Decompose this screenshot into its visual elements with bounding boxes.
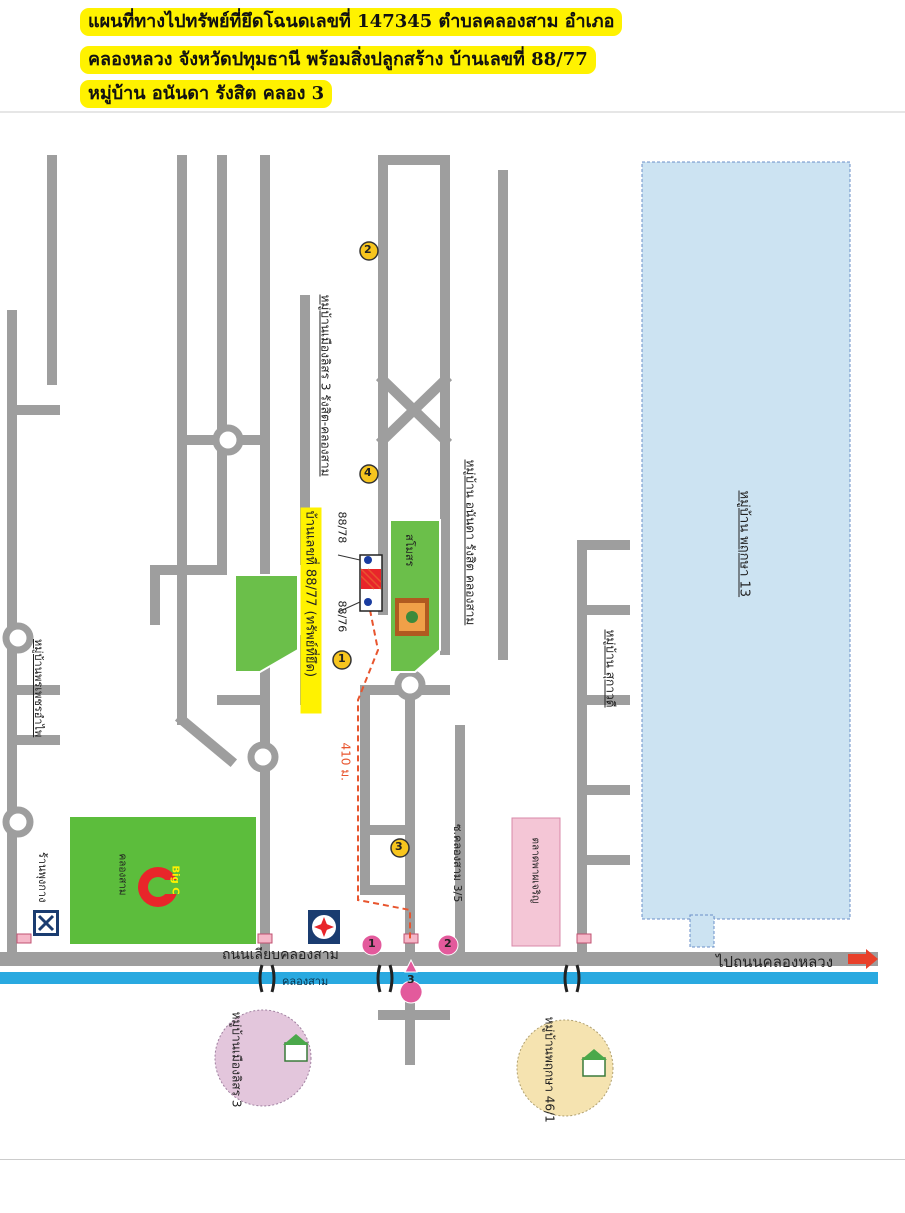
gas-station-icon xyxy=(308,910,340,944)
distance-label: 410 ม. xyxy=(338,742,353,781)
house-label: บ้านเลขที่ 88/77 (ทรัพย์ที่ยึด) xyxy=(300,507,322,714)
canal xyxy=(0,972,878,984)
market-label: ตลาดพาผเจริญ xyxy=(529,837,541,904)
village-mueanlert3-label: หมู่บ้านเมืองลิสร 3 รังสิต-คลองสาม xyxy=(318,294,333,477)
house-icon-2 xyxy=(581,1049,607,1077)
roundabouts xyxy=(2,424,426,838)
circle-marker-1: 1 xyxy=(338,652,346,665)
pins xyxy=(361,934,459,1004)
house-left-number: 88/78 xyxy=(335,511,349,544)
restaurant-icon xyxy=(33,910,59,936)
to-khlong-luang-label: ไปถนนคลองหลวง xyxy=(716,953,834,971)
circle-markers xyxy=(332,241,410,858)
bigc-logo xyxy=(138,867,180,907)
bigc-branch: คลองสาม xyxy=(116,853,128,896)
park-label: สโมสร xyxy=(403,534,416,567)
bigc-name: Big C xyxy=(169,865,181,895)
main-road-label: ถนนเลียบคลองสาม xyxy=(222,947,339,963)
mueanlert3-circle-label: หมู่บ้านเมืองลิสร 3 xyxy=(229,1011,244,1108)
circle-marker-3: 3 xyxy=(395,840,403,853)
title-line-1: แผนที่ทางไปทรัพย์ที่ยึดโฉนดเลขที่ 147345… xyxy=(80,8,623,36)
village-sukawadi-label: หมู่บ้าน สุกาวดี xyxy=(603,629,618,708)
house-right-number: 88/76 xyxy=(335,600,349,633)
pin-marker-3: 3 xyxy=(407,973,415,986)
house-icon-1 xyxy=(283,1034,309,1062)
soi-35-label: ซ.คลองสาม 3/5 xyxy=(451,824,464,903)
circle-marker-2: 2 xyxy=(364,243,372,256)
mueanlert3-circle xyxy=(214,1009,312,1107)
park-pavilion-icon xyxy=(395,598,429,636)
bridges xyxy=(258,964,581,993)
main-road xyxy=(0,952,878,966)
village-ananda-label: หมู่บ้าน อนันดา รังสิต คลองสาม xyxy=(463,459,478,626)
arrow-to-khlong-luang xyxy=(848,949,878,969)
title-line-3: หมู่บ้าน อนันดา รังสิต คลอง 3 xyxy=(80,80,333,108)
phruksa13-block xyxy=(641,161,851,920)
title-line-2: คลองหลวง จังหวัดปทุมธานี พร้อมสิ่งปลูกสร… xyxy=(80,46,596,74)
pin-marker-2: 2 xyxy=(444,937,452,950)
market-block xyxy=(511,817,561,947)
green-block-left xyxy=(234,574,299,673)
map-canvas xyxy=(0,111,905,1160)
phruksa46-circle xyxy=(516,1019,614,1117)
canal-label: คลองสาม xyxy=(282,975,329,988)
phruksa46-circle-label: หมู่บ้านพฤกษา 46/1 xyxy=(542,1016,557,1123)
restaurant-label: ร้านพุงกาง xyxy=(36,852,49,903)
village-phonphet-label: หมู่บ้านพรเพชรอำไพ xyxy=(32,639,45,738)
village-phruksa13-label: หมู่บ้าน พฤกษา 13 xyxy=(736,490,752,598)
pin-marker-1: 1 xyxy=(368,937,376,950)
circle-marker-4: 4 xyxy=(364,466,372,479)
route-path xyxy=(357,609,411,940)
